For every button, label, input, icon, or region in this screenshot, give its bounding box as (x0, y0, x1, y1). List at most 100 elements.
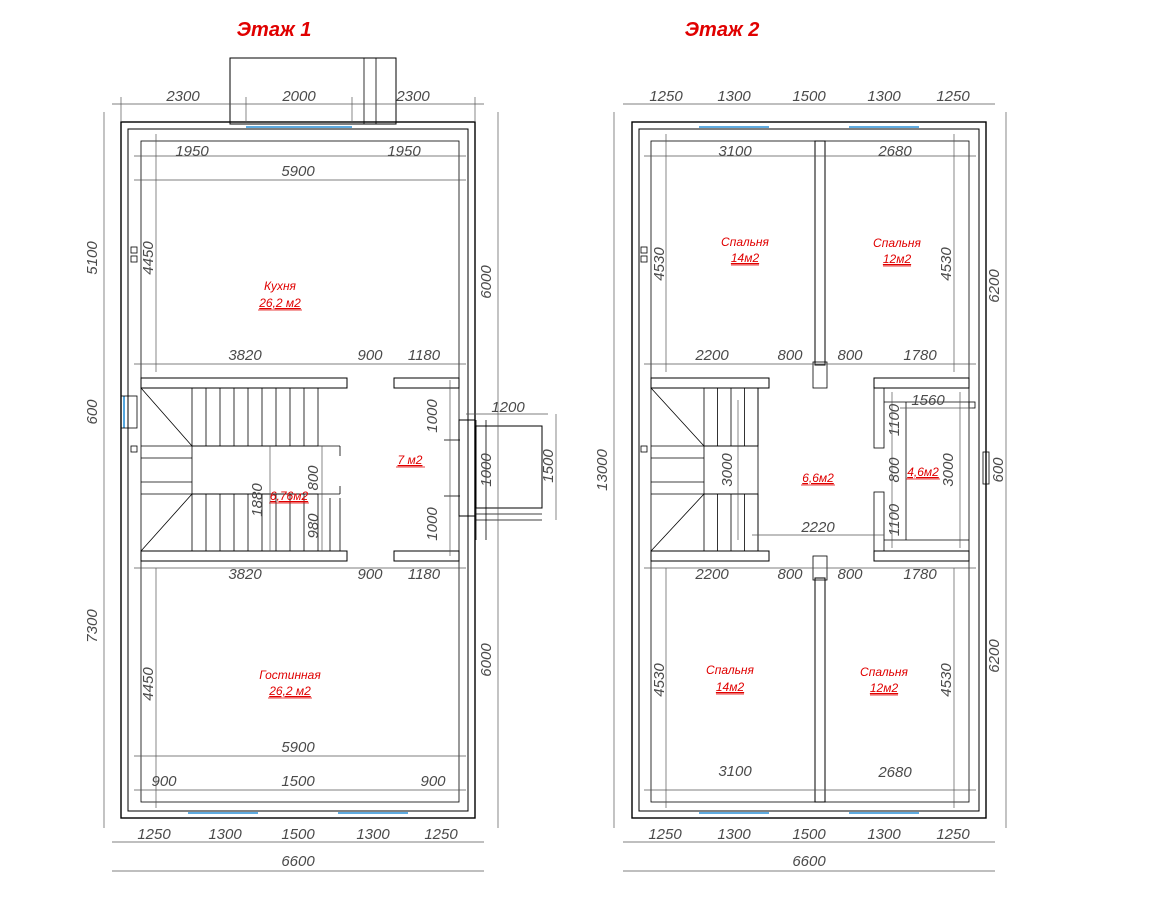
dim-f1-bw-left: 900 (151, 773, 177, 790)
dim-f2-bath-1100a: 1100 (886, 403, 903, 436)
floor2-divider-bottom (814, 577, 826, 803)
dim-f1-lower-door: 900 (357, 566, 383, 583)
dim-f2-t1: 1250 (649, 88, 683, 105)
dim-f1-bw-right: 900 (420, 773, 446, 790)
dim-f1-left-window: 600 (84, 399, 101, 425)
dim-f1-top-right: 2300 (395, 88, 430, 105)
floor2-stair-treads (717, 388, 745, 551)
dim-f2-bath-1100b: 1100 (886, 503, 903, 536)
floor1-top-porch (229, 57, 397, 125)
dim-f2-bath-3000: 3000 (940, 453, 957, 487)
dim-f2-h-outer-bot: 6200 (986, 639, 1003, 673)
floor1-title: Этаж 1 (237, 19, 312, 41)
bed-tl-area: 14м2 (731, 251, 760, 265)
dim-f1-h-right-bottom: 6000 (478, 643, 495, 677)
dim-f2-lo-2200: 2200 (694, 566, 729, 583)
dim-f1-in-width: 5900 (281, 163, 315, 180)
dim-f1-h-outer-bottom: 7300 (84, 609, 101, 643)
dim-f1-upper-stair: 3820 (228, 347, 262, 364)
dim-f1-stair-800: 800 (305, 465, 322, 491)
dim-f1-stair-1880: 1880 (249, 483, 266, 517)
floor2-title: Этаж 2 (685, 19, 760, 41)
bed-tr-area: 12м2 (883, 252, 912, 266)
dim-f2-b5: 1250 (936, 826, 970, 843)
bed-bl-area: 14м2 (716, 680, 745, 694)
floor2-wall-upper-left (650, 377, 770, 389)
dim-f1-upper-door: 900 (357, 347, 383, 364)
dim-f1-in-right: 1950 (387, 143, 421, 160)
dim-f2-bin-left: 3100 (718, 763, 752, 780)
dim-f1-upper-right: 1180 (408, 347, 441, 364)
dim-f2-lo-800a: 800 (777, 566, 803, 583)
dim-f1-b5: 1250 (424, 826, 458, 843)
floor2-wall-lower-right (873, 550, 970, 562)
floor1-plan: Этаж 1 (84, 19, 557, 872)
floor2-outer-wall (631, 121, 987, 819)
floor1-outer-wall (120, 121, 476, 819)
dim-f1-porch-h: 1500 (540, 449, 557, 483)
bed-br-name: Спальня (860, 665, 908, 679)
dim-f2-b1: 1250 (648, 826, 682, 843)
dim-f2-bath-1560: 1560 (911, 392, 945, 409)
dim-f2-lo-1780: 1780 (903, 566, 937, 583)
bed-br-area: 12м2 (870, 681, 899, 695)
bed-tr-name: Спальня (873, 236, 921, 250)
dim-f1-stair-980: 980 (305, 513, 322, 539)
dim-f2-up-800a: 800 (777, 347, 803, 364)
dim-f2-up-800b: 800 (837, 347, 863, 364)
floor1-wall-lower-left (140, 550, 348, 562)
floor2-wall-upper-right (873, 377, 970, 389)
bath2-area: 4,6м2 (907, 465, 939, 479)
floor2-plan: Этаж 2 (594, 19, 1007, 872)
hall1-area: 7 м2 (398, 453, 423, 467)
dim-f2-t3: 1500 (792, 88, 826, 105)
stair1-area: 6,76м2 (270, 489, 309, 503)
dim-f1-h-kitchen: 4450 (140, 241, 157, 275)
living-name: Гостинная (259, 668, 321, 682)
dim-f1-bottom-in-width: 5900 (281, 739, 315, 756)
dim-f2-bin-right: 2680 (877, 764, 912, 781)
dim-f1-total: 6600 (281, 853, 315, 870)
dim-f1-b4: 1300 (356, 826, 390, 843)
dim-f2-hall-2220: 2220 (800, 519, 835, 536)
dim-f1-b3: 1500 (281, 826, 315, 843)
dim-f1-h-outer-top: 5100 (84, 241, 101, 275)
dim-f2-h-left-bot: 4530 (651, 663, 668, 697)
floor1-staircase (140, 387, 341, 552)
living-area: 26,2 м2 (268, 684, 311, 698)
floor2-dimensions (613, 103, 1007, 872)
dim-f2-in-right: 2680 (877, 143, 912, 160)
dim-f1-door-a: 1000 (424, 399, 441, 433)
dim-f1-b1: 1250 (137, 826, 171, 843)
dim-f2-b3: 1500 (792, 826, 826, 843)
dim-f2-in-left: 3100 (718, 143, 752, 160)
dim-f1-in-left: 1950 (175, 143, 209, 160)
dim-f2-t5: 1250 (936, 88, 970, 105)
bed-bl-name: Спальня (706, 663, 754, 677)
floor1-stair-treads (205, 388, 305, 551)
dim-f2-total: 6600 (792, 853, 826, 870)
dim-f1-door-b: 1000 (478, 453, 495, 487)
dim-f2-up-2200: 2200 (694, 347, 729, 364)
dim-f1-lower-stair: 3820 (228, 566, 262, 583)
dim-f2-up-1780: 1780 (903, 347, 937, 364)
dim-f2-lo-800b: 800 (837, 566, 863, 583)
dim-f2-t4: 1300 (867, 88, 901, 105)
kitchen-name: Кухня (264, 279, 297, 293)
floor2-staircase (650, 387, 759, 552)
hall2-area: 6,6м2 (802, 471, 834, 485)
kitchen-area: 26,2 м2 (258, 296, 301, 310)
floor1-wall-upper-right (393, 377, 460, 389)
dim-f2-right-window: 600 (990, 457, 1007, 483)
dim-f2-h-outer-top: 6200 (986, 269, 1003, 303)
dim-f1-h-living: 4450 (140, 667, 157, 701)
dim-f2-h-total: 13000 (594, 448, 611, 490)
dim-f1-lower-right: 1180 (408, 566, 441, 583)
dim-f2-h-right-top: 4530 (938, 247, 955, 281)
floor1-wall-upper-left (140, 377, 348, 389)
dim-f1-b2: 1300 (208, 826, 242, 843)
dim-f2-stair-3000: 3000 (719, 453, 736, 487)
dim-f1-top-mid: 2000 (281, 88, 316, 105)
floor1-dimensions (103, 97, 557, 872)
